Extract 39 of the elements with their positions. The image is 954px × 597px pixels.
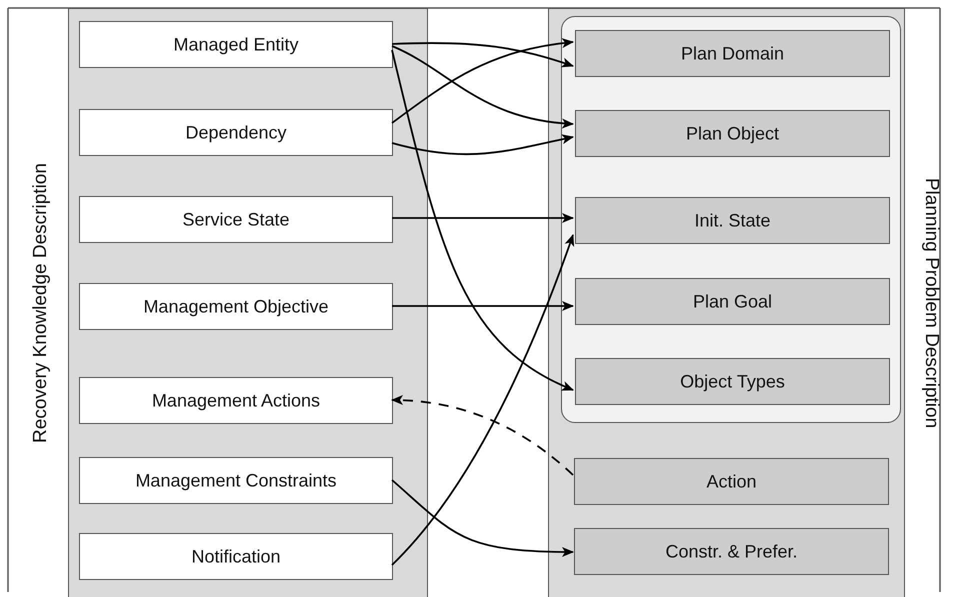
arrow (392, 213, 574, 223)
box-label: Plan Domain (680, 43, 786, 64)
group-box (561, 16, 901, 423)
process-box (575, 278, 890, 325)
box-label: Constr. & Prefer. (664, 541, 799, 562)
box-label: Managed Entity (172, 34, 300, 55)
process-box (575, 358, 890, 405)
process-box (79, 109, 393, 156)
box-label: Action (705, 471, 758, 492)
panel-title: Recovery Knowledge Description (30, 163, 52, 443)
process-box (575, 30, 890, 77)
process-box (79, 283, 393, 330)
box-label: Management Actions (150, 390, 322, 411)
process-box (79, 533, 393, 580)
process-box (574, 528, 889, 575)
process-box (575, 110, 890, 157)
arrow (391, 234, 574, 566)
arrow (392, 134, 574, 155)
arrow (391, 50, 574, 391)
arrow (391, 479, 574, 557)
process-box (79, 21, 393, 68)
box-label: Object Types (679, 371, 786, 392)
process-box (575, 197, 890, 244)
process-box (79, 377, 393, 424)
arrow (392, 301, 574, 311)
box-label: Notification (190, 546, 282, 567)
box-label: Management Objective (142, 296, 330, 317)
process-box (79, 196, 393, 243)
process-box (79, 457, 393, 504)
process-box (574, 458, 889, 505)
arrow (392, 42, 574, 68)
box-label: Init. State (693, 210, 772, 231)
box-label: Management Constraints (134, 470, 338, 491)
box-label: Dependency (184, 122, 288, 143)
box-label: Plan Object (684, 123, 780, 144)
panel-title: Planning Problem Description (920, 178, 942, 428)
box-label: Plan Goal (692, 291, 774, 312)
arrow (391, 395, 574, 476)
box-label: Service State (181, 209, 291, 230)
